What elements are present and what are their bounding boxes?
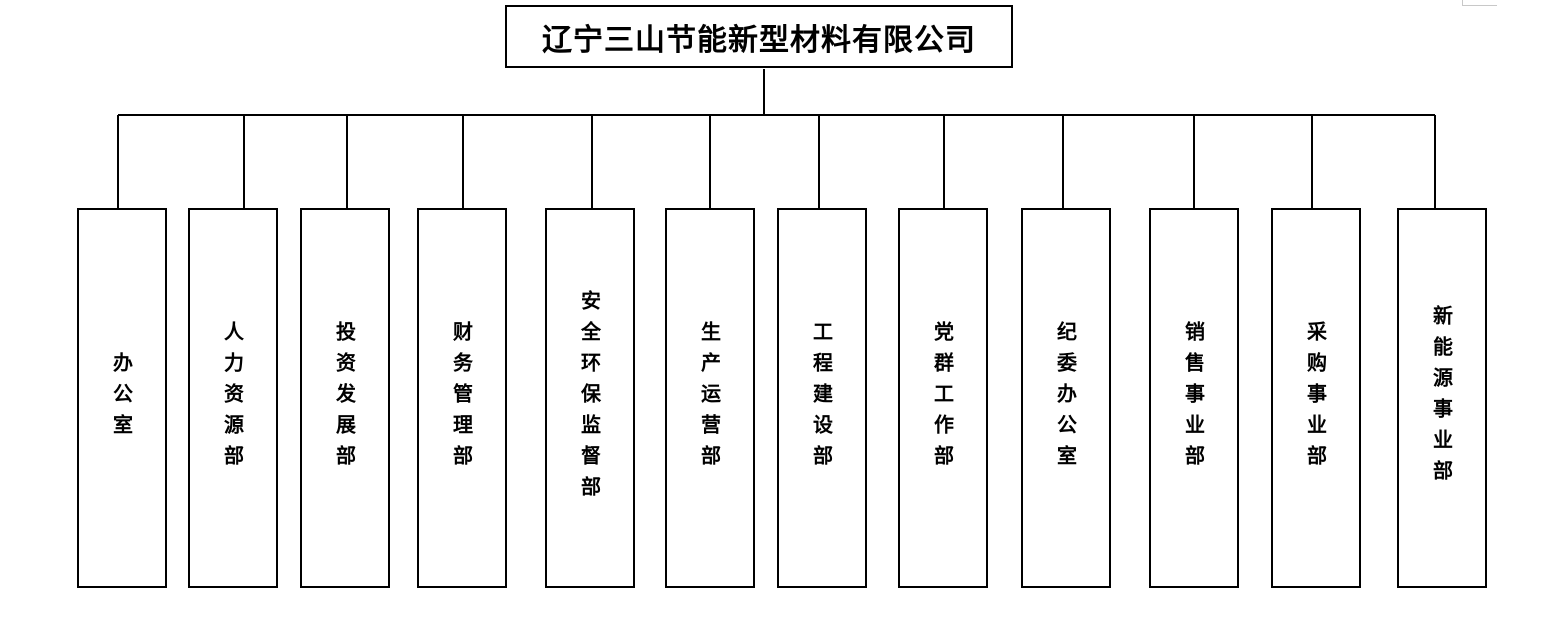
dept-label-office: 办公室 — [109, 351, 134, 445]
dept-label-hr: 人力资源部 — [220, 320, 245, 476]
company-title: 辽宁三山节能新型材料有限公司 — [542, 22, 976, 58]
dept-box-party: 党群工作部 — [898, 208, 988, 588]
dept-box-production: 生产运营部 — [665, 208, 755, 588]
dept-label-procurement: 采购事业部 — [1303, 320, 1328, 476]
dept-box-procurement: 采购事业部 — [1271, 208, 1361, 588]
dept-box-discipline: 纪委办公室 — [1021, 208, 1111, 588]
dept-label-investment: 投资发展部 — [332, 320, 357, 476]
dept-box-investment: 投资发展部 — [300, 208, 390, 588]
dept-label-sales: 销售事业部 — [1181, 320, 1206, 476]
dept-box-engineering: 工程建设部 — [777, 208, 867, 588]
dept-box-safety: 安全环保监督部 — [545, 208, 635, 588]
dept-box-hr: 人力资源部 — [188, 208, 278, 588]
dept-label-party: 党群工作部 — [930, 320, 955, 476]
dept-box-finance: 财务管理部 — [417, 208, 507, 588]
dept-label-engineering: 工程建设部 — [809, 320, 834, 476]
dept-label-finance: 财务管理部 — [449, 320, 474, 476]
company-box: 辽宁三山节能新型材料有限公司 — [505, 5, 1013, 68]
dept-box-sales: 销售事业部 — [1149, 208, 1239, 588]
dept-label-safety: 安全环保监督部 — [577, 289, 602, 507]
dept-label-new-energy: 新能源事业部 — [1429, 305, 1454, 491]
dept-label-production: 生产运营部 — [697, 320, 722, 476]
dept-box-office: 办公室 — [77, 208, 167, 588]
page-corner-mark — [1462, 0, 1497, 6]
dept-label-discipline: 纪委办公室 — [1053, 320, 1078, 476]
dept-box-new-energy: 新能源事业部 — [1397, 208, 1487, 588]
